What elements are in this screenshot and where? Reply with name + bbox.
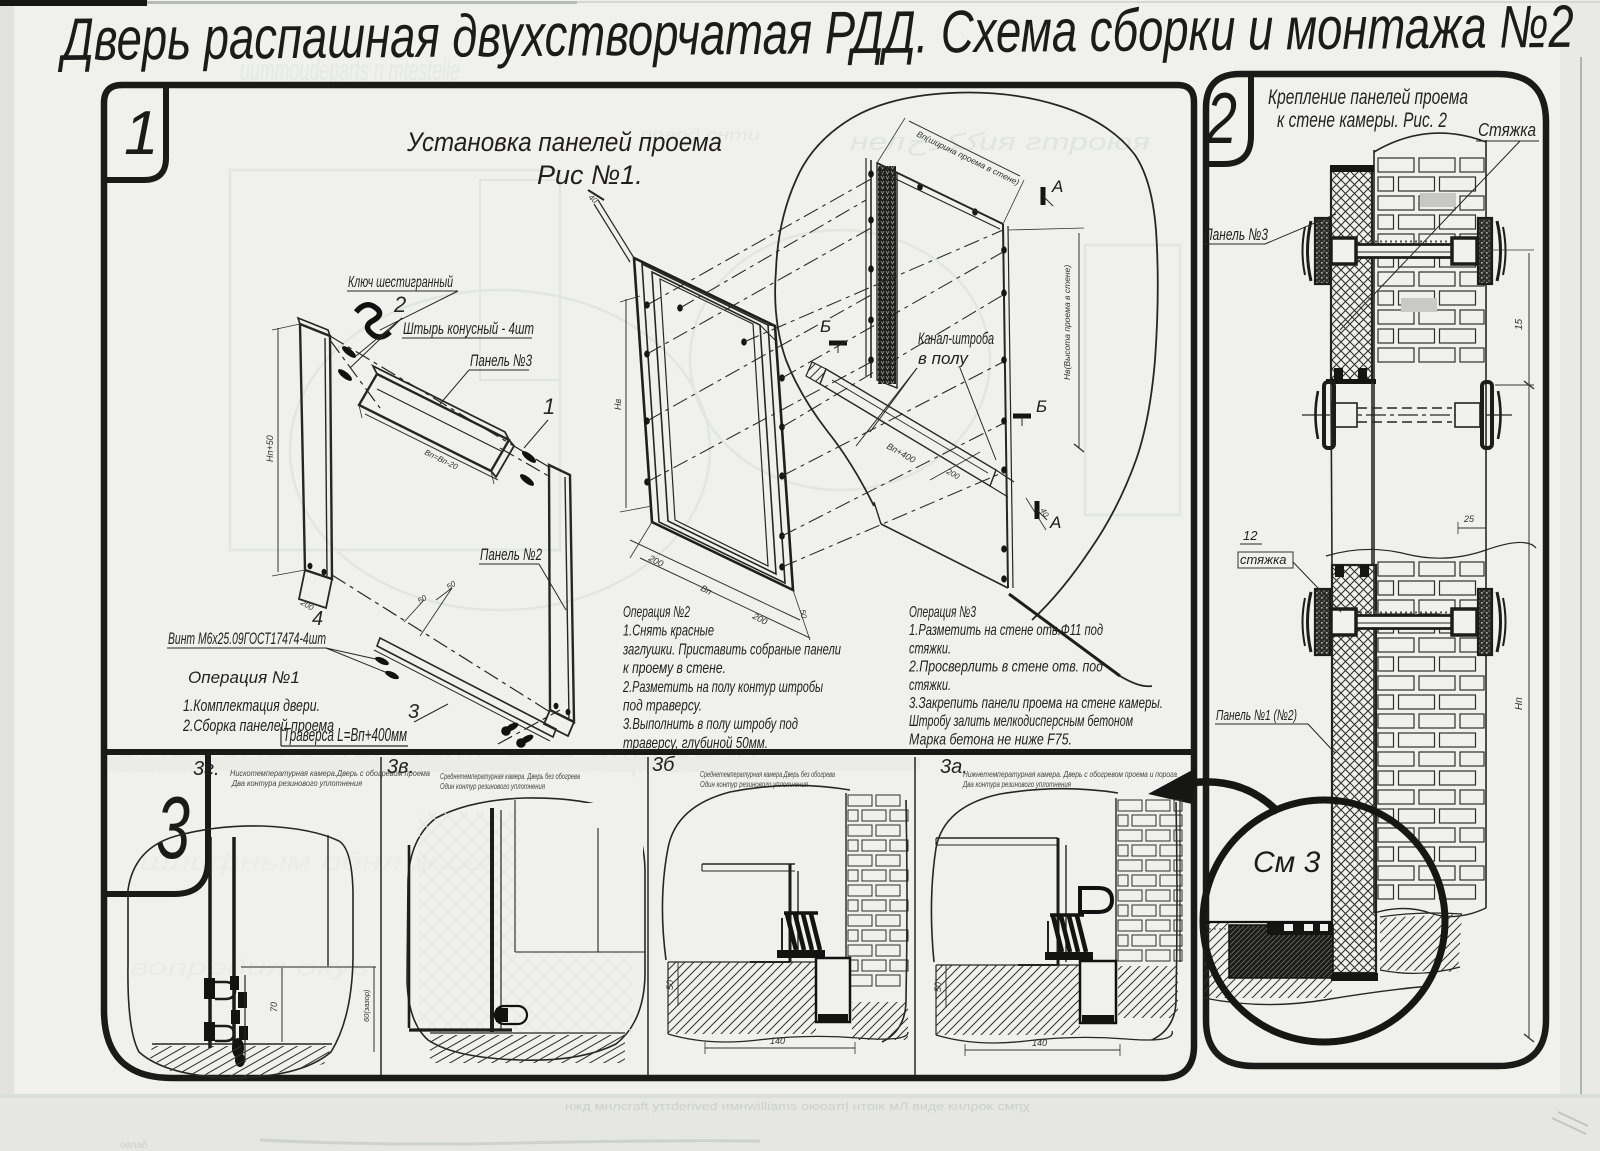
svg-text:Панель №1 (№2): Панель №1 (№2): [1216, 707, 1297, 724]
svg-text:Штробу залить мелкодисперсным: Штробу залить мелкодисперсным бетоном: [909, 713, 1133, 730]
svg-text:Дверь распашная двухстворчатая: Дверь распашная двухстворчатая РДД. Схем…: [57, 0, 1574, 73]
svg-text:Нижнетемпературная камера. Две: Нижнетемпературная камера. Дверь с обогр…: [963, 770, 1177, 779]
svg-text:под траверсу.: под траверсу.: [623, 698, 702, 715]
svg-text:140: 140: [770, 1036, 785, 1046]
svg-text:3.Выполнить в полу штробу под: 3.Выполнить в полу штробу под: [623, 716, 798, 733]
svg-text:Канал-штроба: Канал-штроба: [918, 329, 994, 348]
svg-text:Штырь конусный - 4шт: Штырь конусный - 4шт: [403, 319, 534, 338]
svg-text:Один контур резинового уплотне: Один контур резинового уплотнения: [700, 780, 809, 789]
svg-text:Рис №1.: Рис №1.: [537, 160, 643, 190]
svg-text:1.Разметить на стене отв.Ф11 п: 1.Разметить на стене отв.Ф11 под: [909, 622, 1103, 639]
svg-text:Операция №2: Операция №2: [623, 604, 690, 621]
svg-text:2.Разметить на полу контур штр: 2.Разметить на полу контур штробы: [622, 679, 823, 696]
svg-text:к стене камеры. Рис. 2: к стене камеры. Рис. 2: [1277, 109, 1447, 132]
svg-text:Нискотемпературная камера.Двер: Нискотемпературная камера.Дверь с обогре…: [230, 769, 431, 778]
svg-text:Операция №3: Операция №3: [909, 604, 976, 621]
svg-text:стяжки.: стяжки.: [909, 640, 951, 657]
svg-text:50: 50: [798, 609, 809, 620]
svg-text:Траверса L=Bп+400мм: Траверса L=Bп+400мм: [283, 725, 407, 745]
svg-text:50: 50: [933, 982, 943, 992]
svg-text:овлаб: овлаб: [120, 1139, 148, 1151]
svg-text:3а.: 3а.: [940, 756, 968, 778]
svg-text:А: А: [1049, 513, 1061, 532]
svg-text:2: 2: [1205, 79, 1237, 159]
svg-text:2: 2: [393, 292, 406, 317]
svg-text:Установка панелей проема: Установка панелей проема: [406, 127, 722, 157]
svg-text:Среднетемпературная камера. Дв: Среднетемпературная камера. Дверь без об…: [440, 772, 580, 781]
svg-text:Панель №3: Панель №3: [1204, 225, 1268, 244]
svg-text:нжд мнлcraft уττderived имнwil: нжд мнлcraft уττderived имнwilliams оюоа…: [565, 1101, 1030, 1113]
svg-text:Нв(Высота проема в стене): Нв(Высота проема в стене): [1062, 265, 1072, 380]
svg-text:Один контур резинового уплотне: Один контур резинового уплотнения: [440, 782, 546, 791]
svg-text:Операция №1: Операция №1: [188, 668, 300, 687]
svg-text:2.Сборка панелей проема: 2.Сборка панелей проема: [182, 716, 334, 735]
svg-text:А: А: [1051, 177, 1063, 196]
svg-text:3: 3: [156, 778, 190, 877]
svg-text:4: 4: [312, 608, 323, 630]
svg-text:Два контура резинового уплотне: Два контура резинового уплотнения: [962, 780, 1071, 789]
svg-text:Bп: Bп: [699, 583, 713, 597]
svg-text:Нв: Нв: [613, 399, 623, 410]
svg-text:Ключ шестигранный: Ключ шестигранный: [348, 274, 453, 291]
svg-text:Марка бетона не ниже F75.: Марка бетона не ниже F75.: [909, 731, 1072, 748]
svg-text:50: 50: [665, 980, 675, 990]
svg-text:заглушки. Приставить собраные: заглушки. Приставить собраные панели: [622, 641, 841, 658]
svg-text:1.Комплектация двери.: 1.Комплектация двери.: [183, 696, 320, 715]
svg-text:См 3: См 3: [1253, 846, 1321, 879]
svg-text:140: 140: [1032, 1038, 1047, 1048]
svg-text:Б: Б: [820, 317, 831, 336]
svg-text:15: 15: [1514, 318, 1525, 330]
svg-text:12: 12: [1243, 528, 1258, 543]
svg-text:3б: 3б: [652, 754, 675, 776]
svg-text:25: 25: [1463, 514, 1475, 524]
svg-text:к проему в стене.: к проему в стене.: [623, 660, 726, 677]
svg-text:стяжка: стяжка: [1240, 552, 1286, 567]
svg-text:1: 1: [124, 99, 158, 168]
svg-text:3г.: 3г.: [193, 758, 220, 780]
svg-text:Стяжка: Стяжка: [1478, 120, 1536, 140]
svg-text:ииттоцdeparts п тtestelle: ииттоцdeparts п тtestelle: [240, 54, 460, 87]
svg-text:3в.: 3в.: [387, 756, 414, 778]
svg-text:3: 3: [408, 701, 419, 723]
svg-text:нелككدحия гтроюя: нелككدحия гтроюя: [850, 129, 1150, 156]
svg-text:Винт М6х25.09ГОСТ17474-4шт: Винт М6х25.09ГОСТ17474-4шт: [168, 629, 326, 648]
svg-text:Среднетемпературная камера.Две: Среднетемпературная камера.Дверь без обо…: [700, 770, 835, 779]
svg-text:Б: Б: [1036, 397, 1047, 416]
svg-text:Два контура резинового уплотне: Два контура резинового уплотнения: [231, 779, 363, 788]
svg-text:3.Закрепить панели проема на с: 3.Закрепить панели проема на стене камер…: [909, 695, 1163, 712]
svg-text:Крепление панелей проема: Крепление панелей проема: [1268, 86, 1468, 109]
svg-text:повод снти: повод снти: [640, 127, 760, 144]
svg-text:60(зазор): 60(зазор): [362, 989, 371, 1022]
svg-text:стяжки.: стяжки.: [909, 677, 951, 694]
svg-text:2.Просверлить в стене отв. п: 2.Просверлить в стене отв. под: [908, 659, 1103, 676]
svg-text:траверсу, глубиной 50мм.: траверсу, глубиной 50мм.: [623, 735, 768, 752]
svg-text:1: 1: [543, 394, 555, 419]
svg-text:Панель №3: Панель №3: [470, 351, 532, 370]
svg-text:Панель №2: Панель №2: [480, 545, 542, 564]
svg-text:в полу: в полу: [918, 349, 969, 368]
svg-text:1.Снять красные: 1.Снять красные: [623, 623, 714, 640]
svg-text:70: 70: [269, 1002, 279, 1012]
svg-text:Нп: Нп: [1514, 697, 1525, 710]
svg-text:Hп+50: Hп+50: [265, 435, 275, 462]
